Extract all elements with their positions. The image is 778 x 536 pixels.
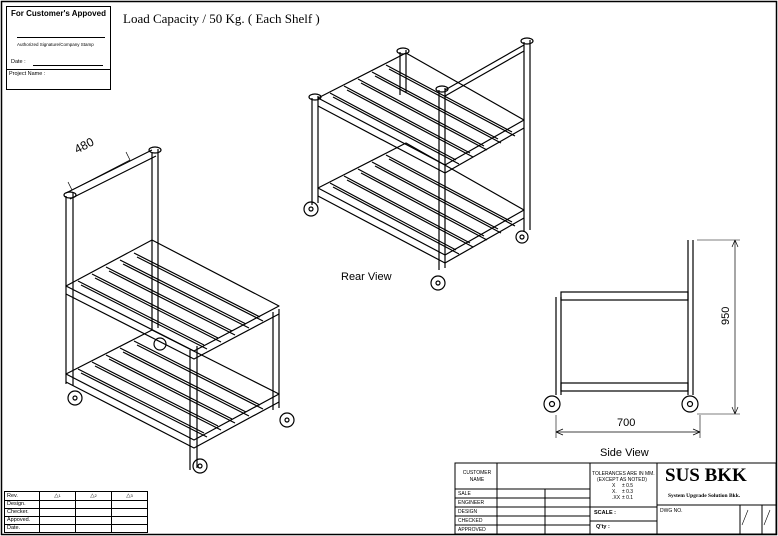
revision-label: Appoved. bbox=[4, 516, 40, 525]
revision-row: Appoved. bbox=[4, 516, 148, 525]
project-name-label: Project Name : bbox=[9, 71, 46, 77]
tolerance-rows: X± 0.5 X.± 0.3 .XX± 0.1 bbox=[612, 483, 633, 501]
tolerance-row: .XX± 0.1 bbox=[612, 495, 634, 501]
qty-label: Q'ty : bbox=[596, 524, 610, 530]
company-logo-text: SUS BKK bbox=[665, 465, 747, 486]
load-capacity-heading: Load Capacity / 50 Kg. ( Each Shelf ) bbox=[123, 11, 320, 26]
role-approved: APPROVED bbox=[458, 527, 486, 533]
scale-label: SCALE : bbox=[594, 510, 616, 516]
revision-label: Date. bbox=[4, 524, 40, 533]
approval-title: For Customer's Appoved bbox=[11, 9, 106, 18]
signature-lines bbox=[17, 37, 105, 38]
dimension-length-label: 700 bbox=[617, 417, 636, 429]
customer-name-label: CUSTOMER NAME bbox=[462, 470, 492, 483]
company-subtitle: System Upgrade Solution Bkk. bbox=[668, 493, 741, 499]
revision-marker: △2 bbox=[75, 491, 112, 501]
customer-approval-box: For Customer's Appoved Authorized Signat… bbox=[6, 6, 111, 90]
revision-label: Design. bbox=[4, 500, 40, 509]
revision-row: Rev. △1 △2 △3 bbox=[4, 491, 148, 501]
revision-marker: △3 bbox=[111, 491, 148, 501]
role-checked: CHECKED bbox=[458, 518, 483, 524]
isometric-cart-drawing bbox=[63, 146, 295, 474]
revision-table: Rev. △1 △2 △3 Design. Checker. Appoved. … bbox=[4, 491, 148, 533]
tolerance-row: X.± 0.3 bbox=[612, 489, 634, 495]
revision-marker: △1 bbox=[39, 491, 76, 501]
revision-label: Checker. bbox=[4, 508, 40, 517]
revision-row: Checker. bbox=[4, 508, 148, 517]
tolerance-row: X± 0.5 bbox=[612, 483, 634, 489]
tolerances-title: TOLERANCES ARE IN MM. bbox=[592, 471, 655, 477]
rear-view-cart-drawing bbox=[303, 37, 534, 291]
approval-divider bbox=[7, 69, 110, 70]
dwg-no-label: DWG NO. bbox=[660, 508, 683, 514]
revision-row: Date. bbox=[4, 524, 148, 533]
tolerances-subtitle: (EXCEPT AS NOTED) bbox=[597, 477, 647, 483]
revision-label: Rev. bbox=[4, 491, 40, 501]
dimension-height-label: 950 bbox=[720, 306, 732, 325]
role-sale: SALE bbox=[458, 491, 471, 497]
side-view-drawing bbox=[543, 239, 740, 438]
role-engineer: ENGINEER bbox=[458, 500, 485, 506]
title-block-frame bbox=[454, 462, 777, 535]
role-design: DESIGN bbox=[458, 509, 478, 515]
date-label: Date : bbox=[11, 59, 26, 65]
rear-view-label: Rear View bbox=[341, 271, 392, 283]
date-line bbox=[33, 65, 103, 66]
signature-label: Authorized Signature/Company Stamp bbox=[17, 42, 94, 47]
revision-row: Design. bbox=[4, 500, 148, 509]
side-view-label: Side View bbox=[600, 447, 649, 459]
